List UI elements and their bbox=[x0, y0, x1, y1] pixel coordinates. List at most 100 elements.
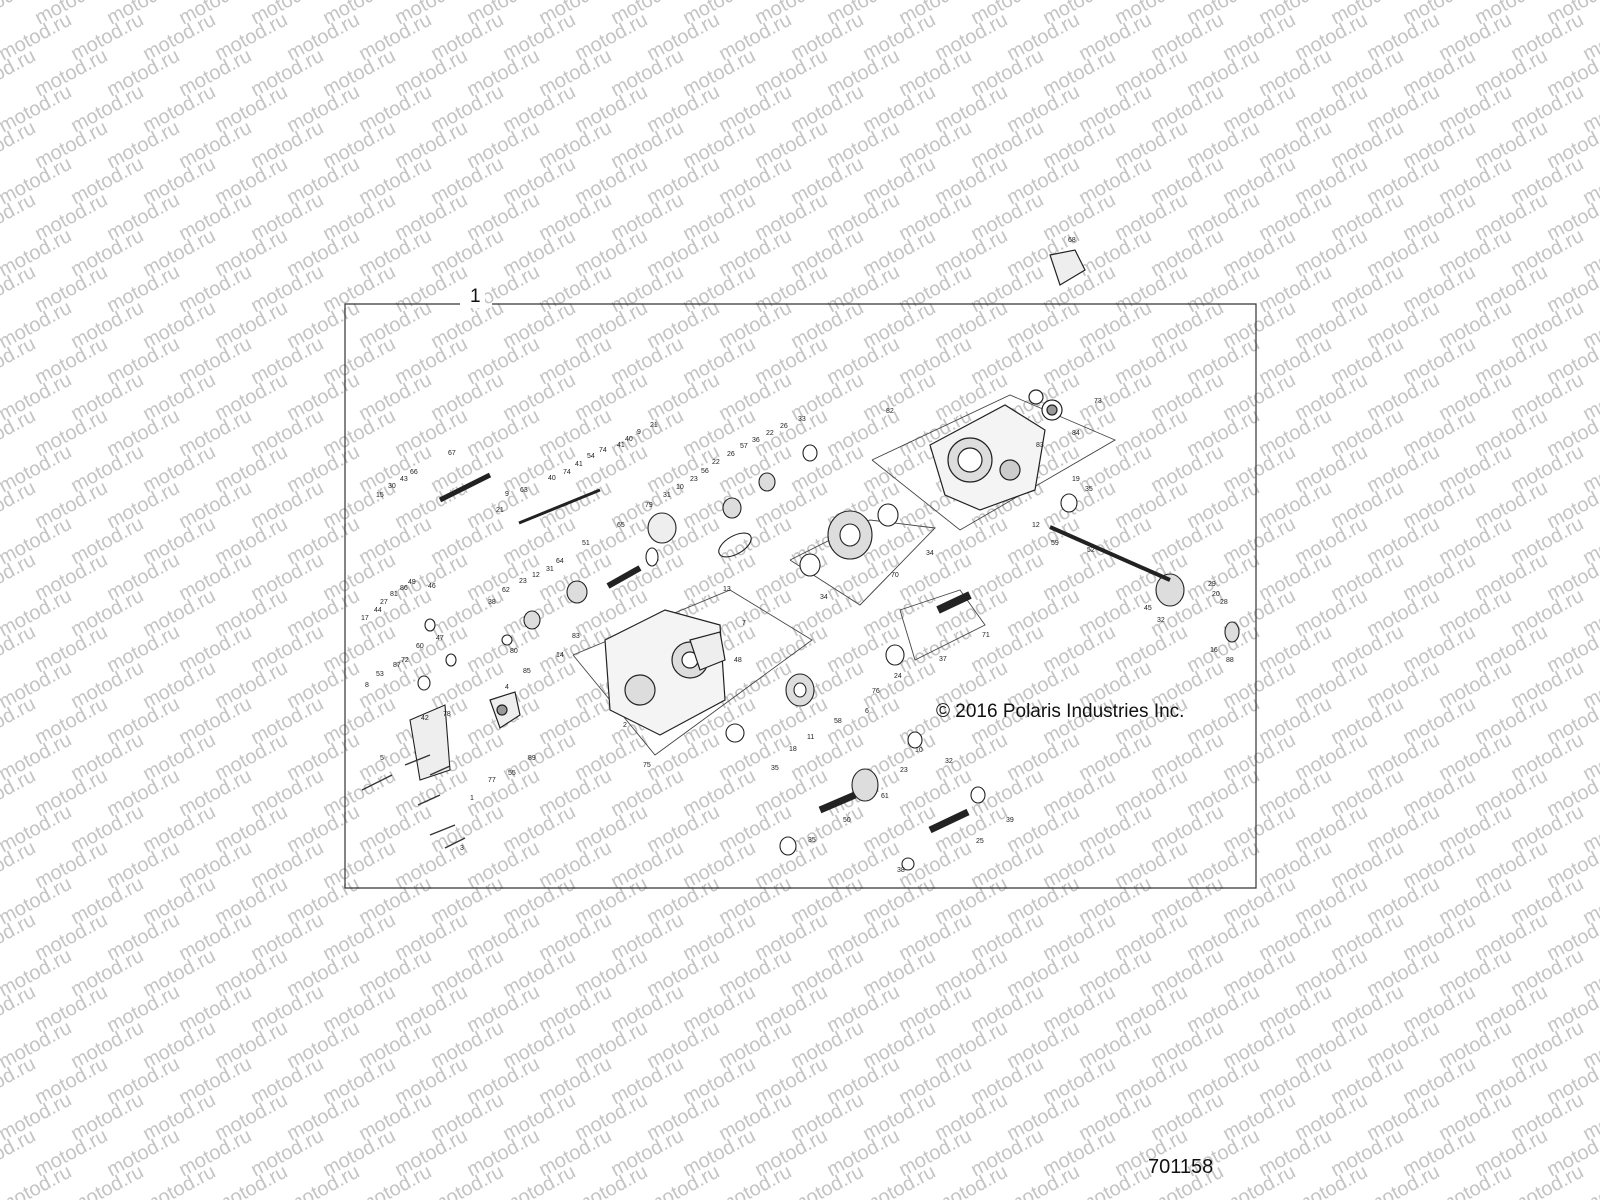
callout-number: 13 bbox=[723, 586, 731, 593]
drawing-number: 701158 bbox=[1148, 1156, 1214, 1178]
callout-number: 84 bbox=[1072, 430, 1080, 437]
callout-number: 32 bbox=[1157, 617, 1165, 624]
callout-number: 22 bbox=[712, 459, 720, 466]
callout-number: 57 bbox=[740, 443, 748, 450]
callout-number: 29 bbox=[1208, 581, 1216, 588]
callout-number: 63 bbox=[520, 487, 528, 494]
callout-number: 42 bbox=[421, 715, 429, 722]
callout-number: 83 bbox=[572, 633, 580, 640]
callout-labels: 1530436667219634074415474414092179311023… bbox=[361, 237, 1234, 874]
callout-number: 87 bbox=[393, 662, 401, 669]
callout-number: 23 bbox=[900, 767, 908, 774]
callout-number: 46 bbox=[428, 583, 436, 590]
callout-number: 51 bbox=[582, 540, 590, 547]
fasteners bbox=[361, 754, 466, 849]
callout-number: 89 bbox=[528, 755, 536, 762]
callout-number: 83 bbox=[1036, 442, 1044, 449]
callout-number: 86 bbox=[400, 585, 408, 592]
callout-number: 9 bbox=[505, 491, 509, 498]
callout-number: 54 bbox=[587, 453, 595, 460]
callout-number: 38 bbox=[488, 599, 496, 606]
callout-number: 72 bbox=[401, 657, 409, 664]
callout-number: 8 bbox=[365, 682, 369, 689]
callout-number: 16 bbox=[1210, 647, 1218, 654]
callout-number: 21 bbox=[650, 422, 658, 429]
callout-number: 33 bbox=[798, 416, 806, 423]
callout-number: 80 bbox=[510, 648, 518, 655]
callout-number: 27 bbox=[380, 599, 388, 606]
callout-number: 79 bbox=[645, 502, 653, 509]
callout-number: 24 bbox=[894, 673, 902, 680]
callout-number: 55 bbox=[508, 770, 516, 777]
callout-number: 40 bbox=[548, 475, 556, 482]
callout-number: 49 bbox=[408, 579, 416, 586]
copyright-notice: © 2016 Polaris Industries Inc. bbox=[936, 701, 1185, 722]
callout-number: 15 bbox=[376, 492, 384, 499]
callout-number: 17 bbox=[361, 615, 369, 622]
callout-number: 39 bbox=[1006, 817, 1014, 824]
callout-number: 35 bbox=[1085, 486, 1093, 493]
callout-number: 58 bbox=[834, 718, 842, 725]
callout-number: 23 bbox=[690, 476, 698, 483]
callout-number: 31 bbox=[546, 566, 554, 573]
callout-number: 22 bbox=[766, 430, 774, 437]
callout-number: 60 bbox=[416, 643, 424, 650]
callout-number: 68 bbox=[1068, 237, 1076, 244]
callout-number: 41 bbox=[617, 442, 625, 449]
callout-number: 31 bbox=[663, 492, 671, 499]
callout-number: 64 bbox=[556, 558, 564, 565]
callout-number: 34 bbox=[926, 550, 934, 557]
front-case-housing bbox=[489, 609, 726, 736]
callout-number: 2 bbox=[623, 722, 627, 729]
callout-number: 65 bbox=[617, 522, 625, 529]
callout-number: 7 bbox=[742, 620, 746, 627]
callout-number: 73 bbox=[1094, 398, 1102, 405]
callout-number: 78 bbox=[443, 711, 451, 718]
callout-number: 12 bbox=[1032, 522, 1040, 529]
callout-number: 41 bbox=[575, 461, 583, 468]
callout-number: 4 bbox=[505, 684, 509, 691]
rear-case-housing bbox=[929, 249, 1086, 511]
callout-number: 5 bbox=[380, 755, 384, 762]
callout-number: 12 bbox=[532, 572, 540, 579]
callout-number: 40 bbox=[625, 436, 633, 443]
callout-number: 3 bbox=[460, 845, 464, 852]
callout-number: 56 bbox=[701, 468, 709, 475]
callout-number: 35 bbox=[808, 837, 816, 844]
callout-number: 48 bbox=[734, 657, 742, 664]
callout-number: 28 bbox=[1220, 599, 1228, 606]
callout-number: 44 bbox=[374, 607, 382, 614]
callout-number: 67 bbox=[448, 450, 456, 457]
callout-number: 6 bbox=[865, 708, 869, 715]
callout-number: 62 bbox=[502, 587, 510, 594]
gears-and-bearings bbox=[409, 444, 1240, 871]
callout-number: 25 bbox=[976, 838, 984, 845]
callout-number: 77 bbox=[488, 777, 496, 784]
callout-number: 76 bbox=[872, 688, 880, 695]
callout-number: 43 bbox=[400, 476, 408, 483]
callout-number: 10 bbox=[676, 484, 684, 491]
callout-number: 61 bbox=[881, 793, 889, 800]
callout-number: 71 bbox=[982, 632, 990, 639]
callout-number: 45 bbox=[1144, 605, 1152, 612]
callout-number: 82 bbox=[886, 408, 894, 415]
callout-number: 74 bbox=[563, 469, 571, 476]
callout-number: 11 bbox=[807, 734, 814, 741]
callout-number: 36 bbox=[752, 437, 760, 444]
callout-number: 26 bbox=[780, 423, 788, 430]
callout-number: 59 bbox=[1051, 540, 1059, 547]
callout-number: 26 bbox=[727, 451, 735, 458]
callout-number: 38 bbox=[897, 867, 905, 874]
callout-number: 9 bbox=[637, 429, 641, 436]
callout-number: 30 bbox=[388, 483, 396, 490]
callout-number: 75 bbox=[643, 762, 651, 769]
callout-number: 21 bbox=[496, 507, 504, 514]
callout-number: 35 bbox=[771, 765, 779, 772]
callout-number: 53 bbox=[376, 671, 384, 678]
callout-number: 37 bbox=[939, 656, 947, 663]
assembly-frame-label: 1 bbox=[466, 286, 485, 308]
callout-number: 1 bbox=[470, 795, 474, 802]
callout-number: 23 bbox=[519, 578, 527, 585]
callout-number: 34 bbox=[820, 594, 828, 601]
callout-number: 81 bbox=[390, 591, 398, 598]
